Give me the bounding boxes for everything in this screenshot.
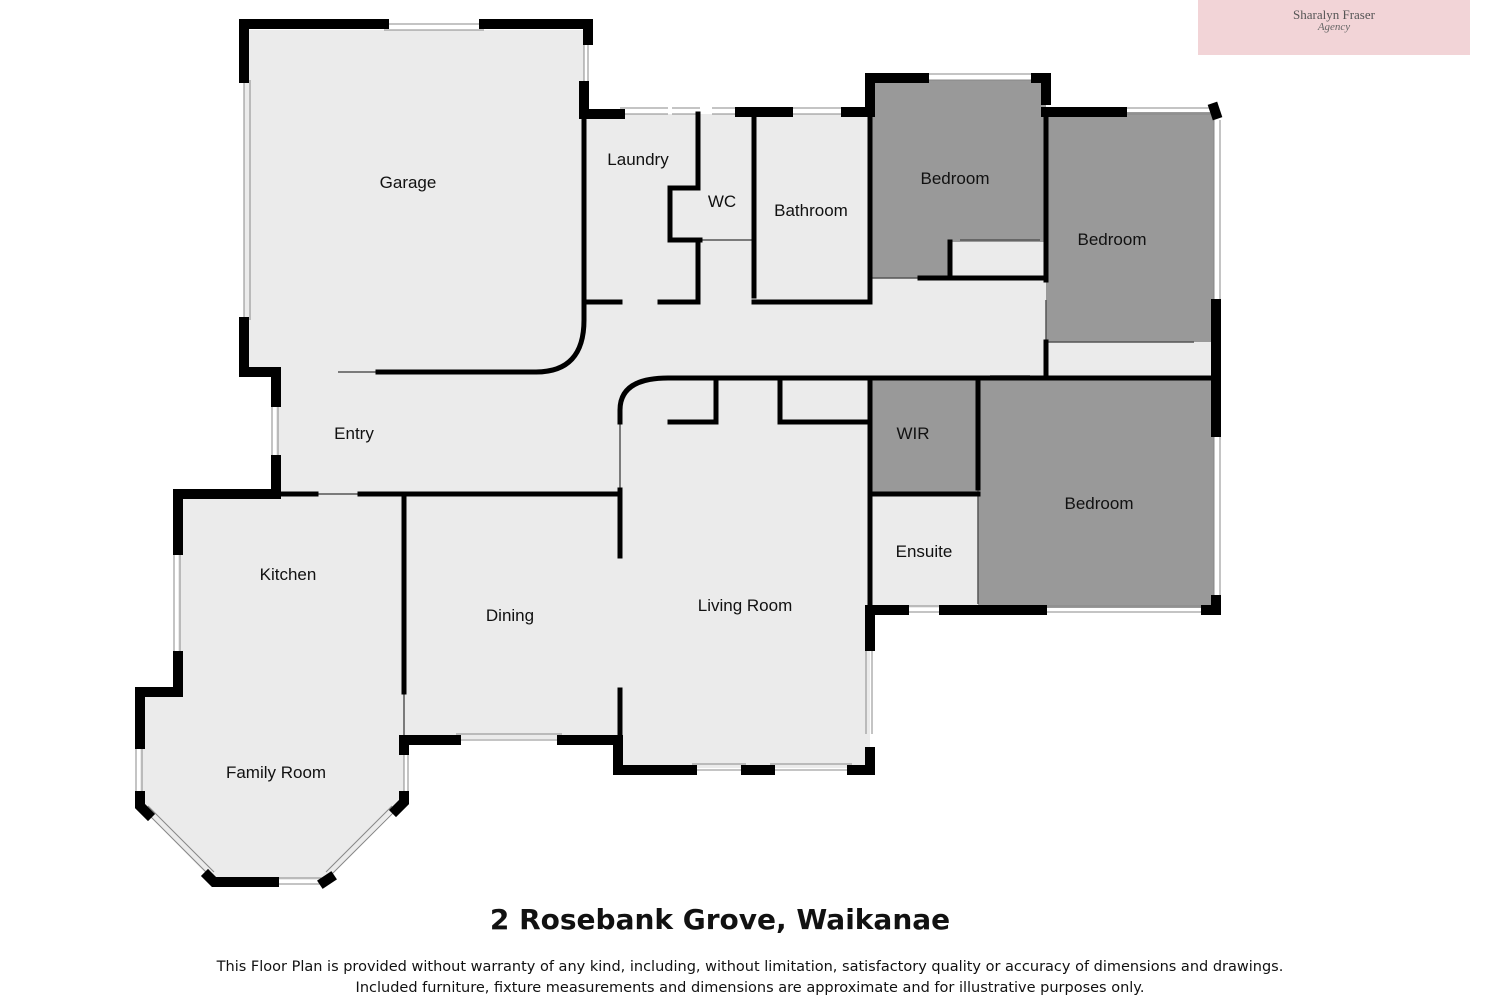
agency-logo: Sharalyn Fraser Agency: [1198, 0, 1470, 55]
dining-label: Dining: [486, 606, 534, 625]
bedroom-2-label: Bedroom: [1078, 230, 1147, 249]
living-floor: [620, 422, 870, 768]
garage-floor: [244, 30, 584, 372]
agency-logo-name: Sharalyn Fraser: [1293, 7, 1375, 22]
entry-floor: [276, 372, 621, 496]
ensuite-floor: [870, 494, 978, 608]
wir-floor: [870, 378, 978, 494]
wc-label: WC: [708, 192, 736, 211]
wir-label: WIR: [896, 424, 929, 443]
kitchen-floor: [178, 494, 404, 690]
bedroom-2-floor: [1046, 112, 1214, 342]
bathroom-label: Bathroom: [774, 201, 848, 220]
disclaimer-line-1: This Floor Plan is provided without warr…: [216, 959, 1284, 975]
property-address: 2 Rosebank Grove, Waikanae: [489, 903, 951, 936]
dining-floor: [404, 494, 620, 739]
walls: [135, 19, 1223, 889]
living-nook-floor: [716, 378, 870, 424]
family-room-label: Family Room: [226, 763, 326, 782]
room-labels: Garage Laundry WC Bathroom Bedroom Bedro…: [226, 150, 1147, 782]
ensuite-label: Ensuite: [896, 542, 953, 561]
bedroom-areas: [870, 80, 1214, 608]
agency-logo-subtitle: Agency: [1317, 21, 1351, 33]
kitchen-label: Kitchen: [260, 565, 317, 584]
floor-areas: [140, 30, 1214, 880]
bedroom1-closet-floor: [950, 242, 1046, 278]
bedroom-1-label: Bedroom: [921, 169, 990, 188]
living-room-label: Living Room: [698, 596, 793, 615]
windows: [135, 23, 1221, 885]
bedroom-1-floor: [870, 80, 1046, 278]
garage-label: Garage: [380, 173, 437, 192]
bedroom-3-label: Bedroom: [1065, 494, 1134, 513]
laundry-label: Laundry: [607, 150, 669, 169]
bedroom2-closet-floor: [1046, 342, 1214, 378]
bedroom-3-floor: [978, 378, 1214, 608]
family-room-floor: [140, 690, 404, 880]
entry-label: Entry: [334, 424, 374, 443]
disclaimer-line-2: Included furniture, fixture measurements…: [355, 980, 1145, 996]
bathroom-floor: [754, 114, 870, 304]
wc-floor: [668, 114, 754, 304]
